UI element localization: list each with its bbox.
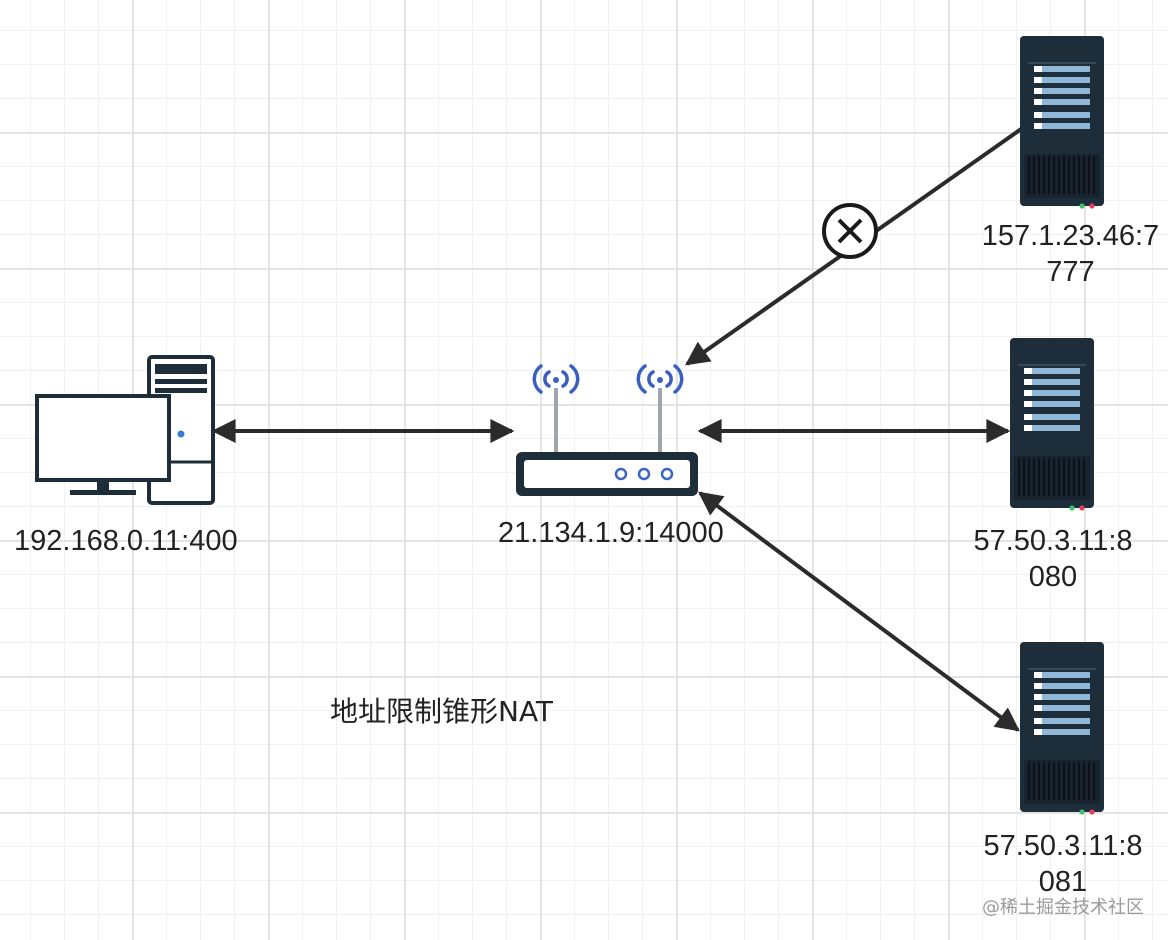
client-computer-icon xyxy=(35,355,215,505)
router-icon xyxy=(516,388,698,496)
diagram-title: 地址限制锥形NAT xyxy=(330,695,554,728)
link-router-server-8081 xyxy=(698,491,1020,732)
server-8080-address: 57.50.3.11:8080 xyxy=(973,525,1133,593)
wifi-signal-icon xyxy=(636,364,684,394)
watermark: @稀土掘金技术社区 xyxy=(982,897,1144,918)
server-icon xyxy=(1009,337,1095,512)
server-7777-address: 157.1.23.46:7777 xyxy=(981,220,1160,288)
wifi-signal-icon xyxy=(532,364,580,394)
blocked-x-icon xyxy=(822,203,878,259)
server-8081-address: 57.50.3.11:8081 xyxy=(983,830,1143,898)
server-icon xyxy=(1019,35,1105,210)
client-address: 192.168.0.11:400 xyxy=(14,525,238,557)
router-address: 21.134.1.9:14000 xyxy=(498,517,724,549)
server-icon xyxy=(1019,641,1105,816)
